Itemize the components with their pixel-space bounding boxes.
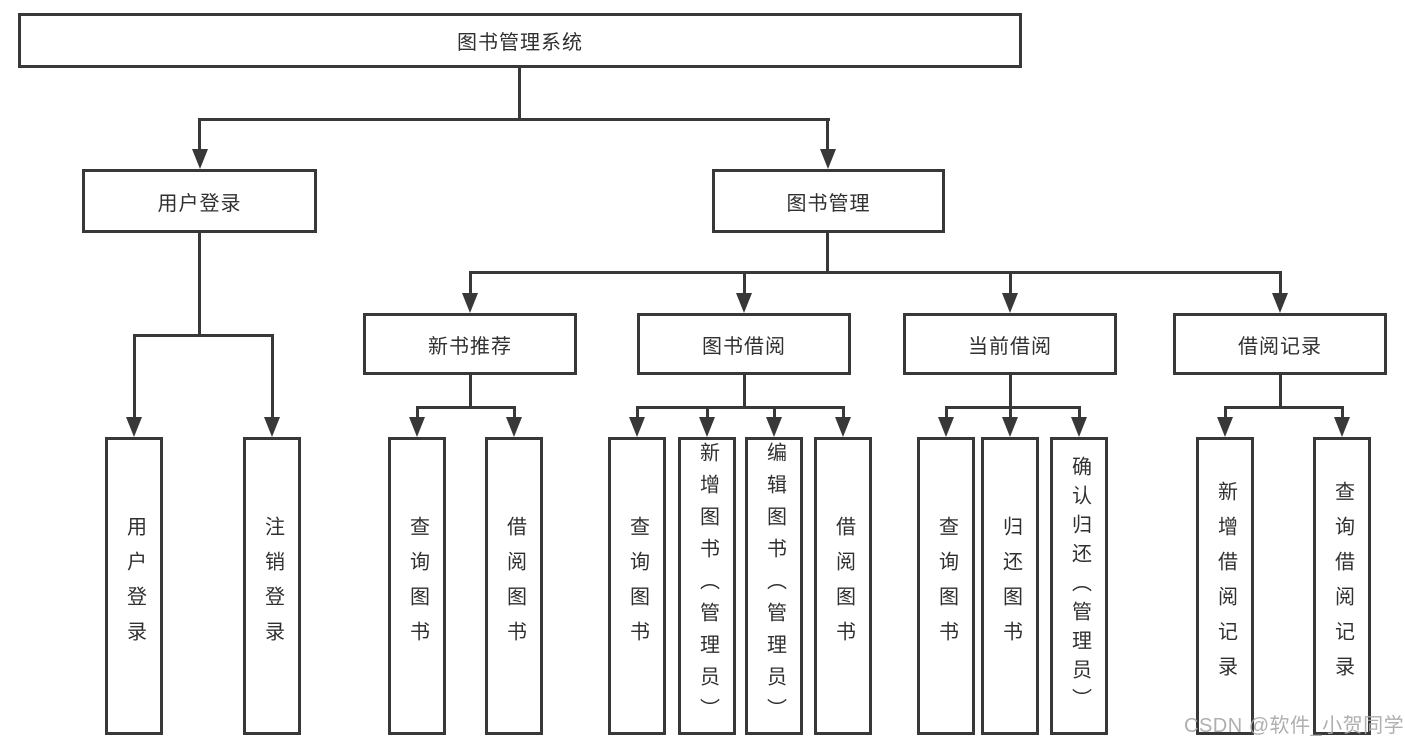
connector-bar bbox=[416, 406, 516, 409]
connector-drop bbox=[133, 334, 136, 420]
leaf-query-books-recommend-label: 查询图书 bbox=[406, 516, 429, 656]
arrowhead-icon bbox=[938, 417, 954, 437]
connector-bar bbox=[133, 334, 274, 337]
arrowhead-icon bbox=[1334, 417, 1350, 437]
arrowhead-icon bbox=[699, 417, 715, 437]
arrowhead-icon bbox=[1002, 417, 1018, 437]
leaf-return-books: 归还图书 bbox=[981, 437, 1039, 735]
leaf-borrow-books-recommend-label: 借阅图书 bbox=[503, 516, 526, 656]
leaf-query-books-recommend: 查询图书 bbox=[388, 437, 446, 735]
arrowhead-icon bbox=[506, 417, 522, 437]
connector-bar bbox=[469, 271, 1282, 274]
leaf-user-login: 用户登录 bbox=[105, 437, 163, 735]
leaf-query-books-current: 查询图书 bbox=[917, 437, 975, 735]
connector-drop bbox=[1341, 406, 1344, 419]
connector-stem bbox=[1279, 375, 1282, 408]
connector-stem bbox=[743, 375, 746, 408]
leaf-add-borrow-record-label: 新增借阅记录 bbox=[1214, 481, 1237, 691]
node-book-borrowing: 图书借阅 bbox=[637, 313, 851, 375]
node-book-borrowing-label: 图书借阅 bbox=[702, 335, 786, 358]
connector-drop bbox=[1078, 406, 1081, 419]
leaf-logout-label: 注销登录 bbox=[261, 516, 284, 656]
connector-drop bbox=[842, 406, 845, 419]
connector-drop bbox=[1279, 271, 1282, 296]
csdn-watermark: CSDN @软件_小贺同学 bbox=[1184, 715, 1405, 737]
node-borrow-records-label: 借阅记录 bbox=[1238, 335, 1322, 358]
leaf-borrow-books: 借阅图书 bbox=[814, 437, 872, 735]
leaf-add-borrow-record: 新增借阅记录 bbox=[1196, 437, 1254, 735]
leaf-add-book-admin: 新增图书（管理员） bbox=[678, 437, 736, 735]
connector-drop bbox=[636, 406, 639, 419]
arrowhead-icon bbox=[1071, 417, 1087, 437]
connector-drop bbox=[1009, 406, 1012, 419]
connector-drop bbox=[743, 271, 746, 296]
node-user-login: 用户登录 bbox=[82, 169, 317, 233]
arrowhead-icon bbox=[736, 293, 752, 313]
leaf-query-books-current-label: 查询图书 bbox=[935, 516, 958, 656]
connector-drop bbox=[271, 334, 274, 420]
connector-drop bbox=[416, 406, 419, 419]
node-new-book-recommend: 新书推荐 bbox=[363, 313, 577, 375]
node-current-borrowing: 当前借阅 bbox=[903, 313, 1117, 375]
connector-drop bbox=[773, 406, 776, 419]
arrowhead-icon bbox=[1002, 293, 1018, 313]
node-root: 图书管理系统 bbox=[18, 13, 1022, 68]
leaf-edit-book-admin: 编辑图书（管理员） bbox=[745, 437, 803, 735]
node-borrow-records: 借阅记录 bbox=[1173, 313, 1387, 375]
connector-drop bbox=[706, 406, 709, 419]
connector-stem bbox=[198, 233, 201, 337]
arrowhead-icon bbox=[1217, 417, 1233, 437]
arrowhead-icon bbox=[766, 417, 782, 437]
arrowhead-icon bbox=[820, 149, 836, 169]
arrowhead-icon bbox=[835, 417, 851, 437]
arrowhead-icon bbox=[409, 417, 425, 437]
connector-stem bbox=[1009, 375, 1012, 408]
connector-drop bbox=[198, 118, 201, 152]
connector-drop bbox=[1009, 271, 1012, 296]
connector-stem bbox=[826, 233, 829, 274]
connector-root-stem bbox=[518, 68, 521, 121]
connector-bar bbox=[636, 406, 845, 409]
connector-stem bbox=[469, 375, 472, 408]
connector-drop bbox=[513, 406, 516, 419]
leaf-edit-book-admin-label: 编辑图书（管理员） bbox=[763, 442, 786, 730]
connector-root-bar bbox=[198, 118, 830, 121]
node-user-login-label: 用户登录 bbox=[157, 192, 242, 215]
leaf-add-book-admin-label: 新增图书（管理员） bbox=[696, 442, 719, 730]
connector-drop bbox=[826, 118, 829, 152]
leaf-user-login-label: 用户登录 bbox=[123, 516, 146, 656]
node-root-label: 图书管理系统 bbox=[457, 32, 583, 54]
arrowhead-icon bbox=[126, 417, 142, 437]
connector-bar bbox=[945, 406, 1081, 409]
leaf-confirm-return-admin-label: 确认归还（管理员） bbox=[1068, 455, 1091, 717]
leaf-query-borrow-record: 查询借阅记录 bbox=[1313, 437, 1371, 735]
arrowhead-icon bbox=[629, 417, 645, 437]
node-book-management-label: 图书管理 bbox=[786, 192, 871, 215]
leaf-query-books-borrowing: 查询图书 bbox=[608, 437, 666, 735]
connector-drop bbox=[1224, 406, 1227, 419]
leaf-logout: 注销登录 bbox=[243, 437, 301, 735]
leaf-return-books-label: 归还图书 bbox=[999, 516, 1022, 656]
connector-drop bbox=[469, 271, 472, 296]
node-current-borrowing-label: 当前借阅 bbox=[968, 335, 1052, 358]
connector-bar bbox=[1224, 406, 1344, 409]
arrowhead-icon bbox=[192, 149, 208, 169]
leaf-confirm-return-admin: 确认归还（管理员） bbox=[1050, 437, 1108, 735]
arrowhead-icon bbox=[264, 417, 280, 437]
arrowhead-icon bbox=[462, 293, 478, 313]
leaf-query-borrow-record-label: 查询借阅记录 bbox=[1331, 481, 1354, 691]
node-new-book-recommend-label: 新书推荐 bbox=[428, 335, 512, 358]
leaf-borrow-books-label: 借阅图书 bbox=[832, 516, 855, 656]
leaf-query-books-borrowing-label: 查询图书 bbox=[626, 516, 649, 656]
arrowhead-icon bbox=[1272, 293, 1288, 313]
leaf-borrow-books-recommend: 借阅图书 bbox=[485, 437, 543, 735]
connector-drop bbox=[945, 406, 948, 419]
node-book-management: 图书管理 bbox=[712, 169, 945, 233]
